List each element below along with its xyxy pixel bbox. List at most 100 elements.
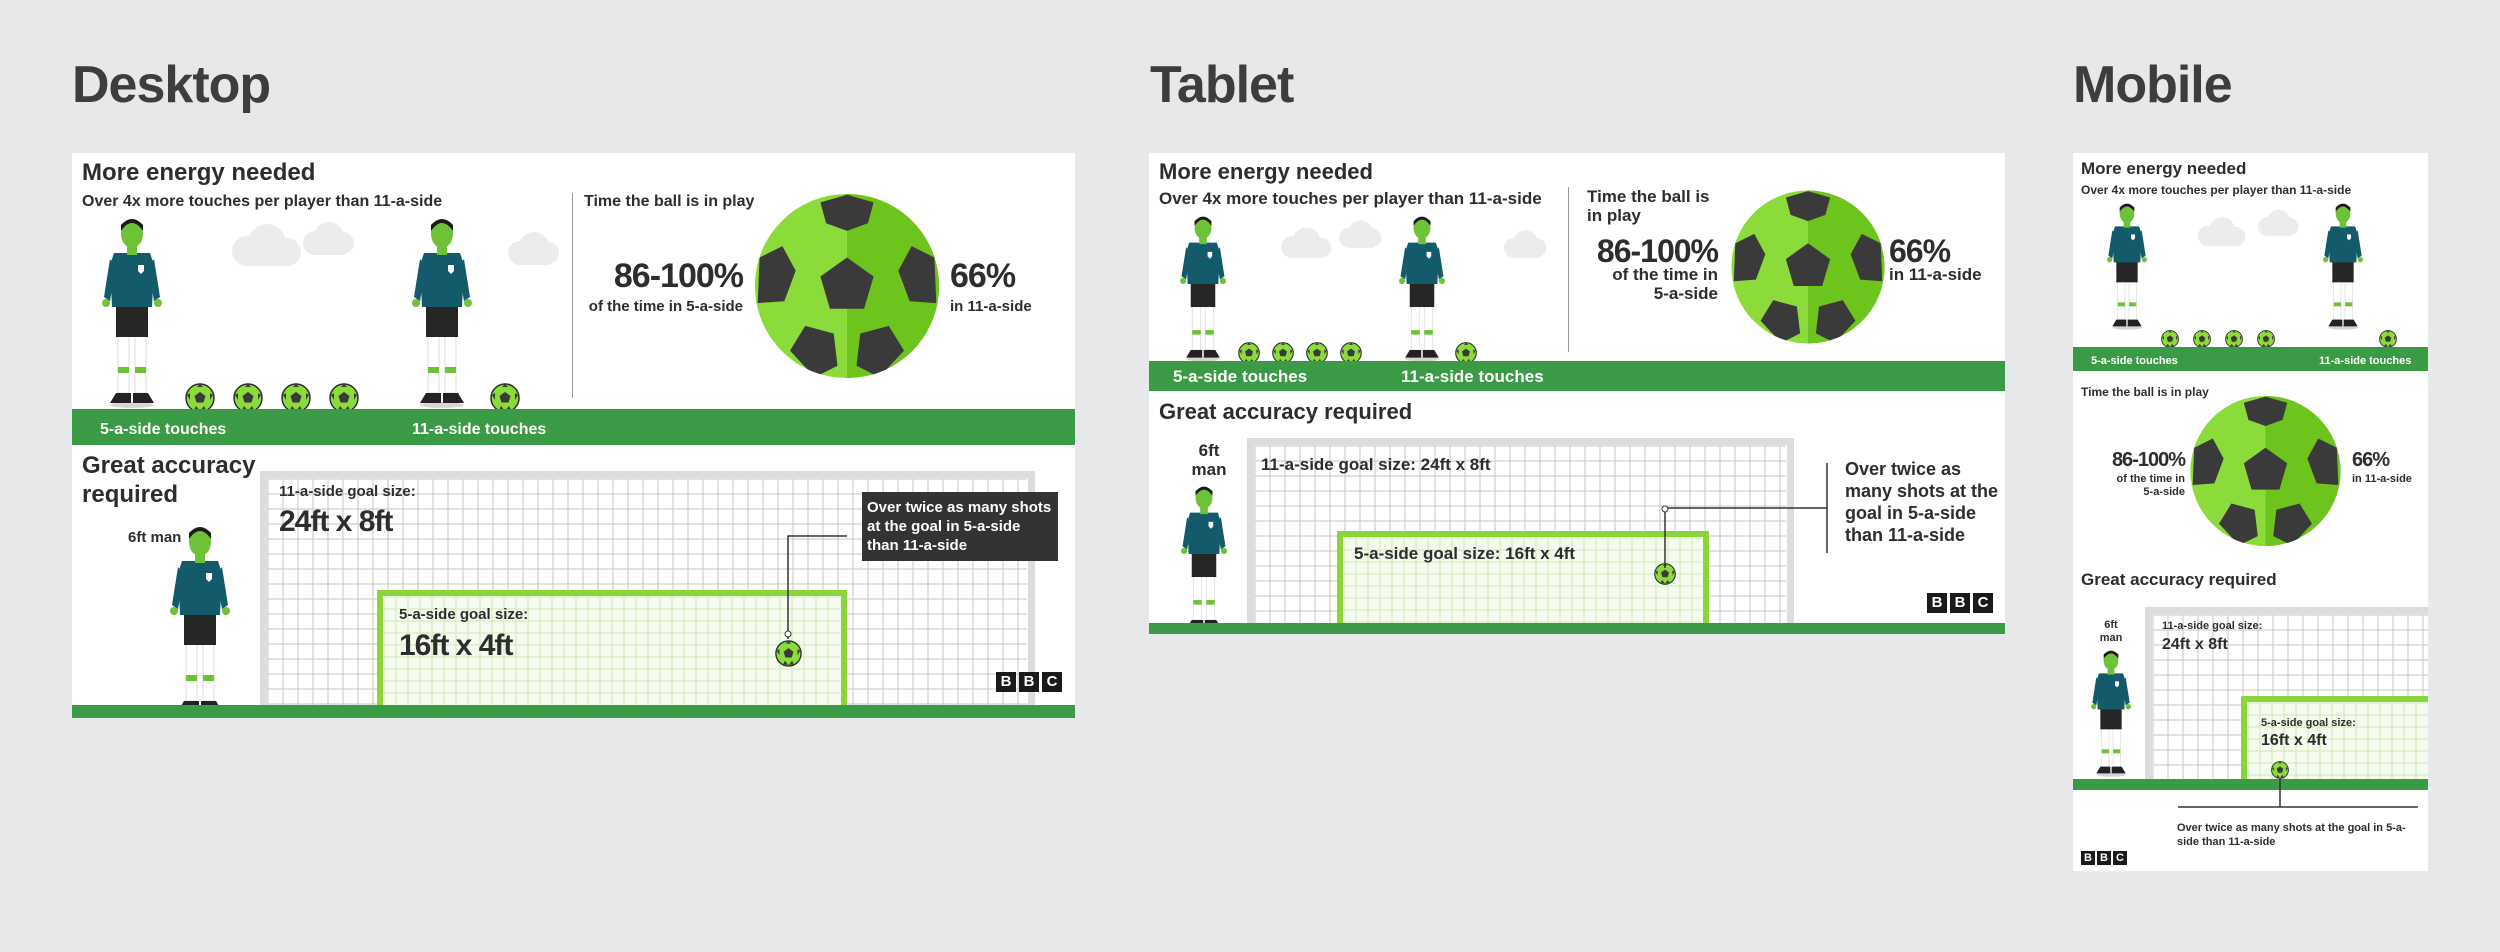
five-percent-caption: of the time in 5-a-side: [588, 298, 743, 315]
shots-callout: Over twice as many shots at the goal in …: [2177, 822, 2406, 848]
accuracy-title: Great accuracy required: [82, 452, 256, 508]
goal-net-large: [2145, 607, 2428, 779]
five-touches-label: 5-a-side touches: [1173, 367, 1308, 386]
goal-net-small: [1337, 531, 1709, 625]
player-figure: [2107, 203, 2147, 330]
five-goal-size: 16ft x 4ft: [399, 629, 513, 662]
mobile-card: More energy needed Over 4x more touches …: [2073, 153, 2428, 871]
football-icon: [2271, 761, 2289, 779]
cloud-icon: [2197, 217, 2246, 247]
energy-subtitle: Over 4x more touches per player than 11-…: [1159, 189, 1542, 208]
callout-line: [784, 535, 847, 639]
callout-line: [1661, 463, 1828, 568]
energy-title: More energy needed: [82, 159, 316, 186]
heading-desktop: Desktop: [72, 56, 271, 114]
eleven-percent: 66%: [950, 257, 1016, 295]
desktop-card: More energy needed Over 4x more touches …: [72, 153, 1075, 718]
player-figure: [2091, 650, 2131, 777]
goal-net-small: [377, 590, 847, 705]
divider: [572, 193, 573, 398]
eleven-percent: 66%: [2352, 449, 2390, 471]
heading-mobile: Mobile: [2073, 56, 2233, 114]
player-figure: [1180, 216, 1226, 362]
eleven-goal-size: 24ft x 8ft: [279, 505, 393, 538]
five-goal-inline: 5-a-side goal size: 16ft x 4ft: [1354, 544, 1576, 563]
goal-net-small: [2241, 696, 2428, 779]
ball-in-play-title: Time the ball is in play: [1587, 187, 1710, 225]
football-icon: [775, 640, 802, 667]
energy-subtitle: Over 4x more touches per player than 11-…: [2081, 183, 2352, 197]
eleven-touch-balls: [490, 383, 520, 413]
five-percent-caption: of the time in 5-a-side: [2116, 473, 2185, 498]
football-icon: [490, 383, 520, 413]
heading-tablet: Tablet: [1150, 56, 1294, 114]
bbc-logo: B B C: [1927, 593, 1993, 613]
cloud-icon: [232, 224, 301, 266]
shots-callout: Over twice as many shots at the goal in …: [862, 492, 1058, 561]
cloud-icon: [1281, 227, 1332, 258]
eleven-percent-caption: in 11-a-side: [2352, 473, 2412, 485]
football-icon: [1306, 342, 1328, 364]
football-icon: [2161, 330, 2179, 348]
cloud-icon: [508, 232, 559, 265]
cloud-icon: [2257, 209, 2299, 237]
eleven-touch-balls: [2379, 330, 2397, 348]
player-figure: [2323, 203, 2363, 330]
player-figure: [102, 219, 162, 408]
green-band: [1149, 623, 2005, 634]
ball-in-play-title: Time the ball is in play: [584, 193, 755, 210]
five-percent: 86-100%: [613, 257, 744, 295]
football-icon: [2379, 330, 2397, 348]
five-touches-label: 5-a-side touches: [2091, 355, 2178, 367]
accuracy-title: Great accuracy required: [1159, 399, 1413, 424]
bbc-logo: B B C: [996, 672, 1062, 692]
energy-subtitle: Over 4x more touches per player than 11-…: [82, 193, 443, 210]
eleven-touches-label: 11-a-side touches: [2319, 355, 2412, 367]
man-label: 6ft man: [1191, 441, 1227, 479]
five-touches-label: 5-a-side touches: [100, 421, 227, 438]
five-percent: 86-100%: [1596, 233, 1719, 269]
man-label: 6ft man: [2099, 619, 2123, 644]
man-label: 6ft man: [128, 529, 182, 546]
cloud-icon: [303, 222, 354, 255]
ball-in-play-title: Time the ball is in play: [2081, 385, 2209, 399]
football-icon: [2193, 330, 2211, 348]
cloud-icon: [1339, 220, 1382, 248]
green-band: [2073, 779, 2428, 790]
callout-line: [2178, 779, 2418, 808]
cloud-icon: [1504, 230, 1547, 258]
eleven-touches-label: 11-a-side touches: [1401, 367, 1544, 386]
divider: [1568, 187, 1569, 352]
five-percent-caption: of the time in 5-a-side: [1612, 265, 1718, 303]
player-figure: [1399, 216, 1445, 362]
green-band: [72, 705, 1075, 718]
green-band: [2073, 347, 2428, 371]
accuracy-title: Great accuracy required: [2081, 570, 2277, 589]
five-goal-label: 5-a-side goal size:: [2261, 717, 2356, 729]
bbc-logo: B B C: [2081, 851, 2127, 865]
football-icon: [2257, 330, 2275, 348]
five-percent: 86-100%: [2111, 449, 2186, 471]
football-icon: [1238, 342, 1260, 364]
five-touch-balls: [2161, 330, 2275, 348]
eleven-percent-caption: in 11-a-side: [1889, 265, 1982, 284]
football-icon: [1340, 342, 1362, 364]
eleven-goal-inline: 11-a-side goal size: 24ft x 8ft: [1261, 455, 1491, 474]
player-figure: [1181, 486, 1227, 632]
eleven-goal-label: 11-a-side goal size:: [2162, 620, 2263, 632]
football-icon: [1731, 190, 1885, 344]
eleven-goal-label: 11-a-side goal size:: [279, 483, 416, 500]
football-icon: [754, 193, 940, 379]
tablet-card: More energy needed Over 4x more touches …: [1149, 153, 2005, 634]
football-icon: [2190, 395, 2341, 547]
player-figure: [412, 219, 472, 408]
five-touch-balls: [185, 383, 359, 413]
energy-title: More energy needed: [1159, 159, 1373, 184]
eleven-goal-size: 24ft x 8ft: [2162, 636, 2228, 653]
football-icon: [2225, 330, 2243, 348]
eleven-percent: 66%: [1889, 233, 1951, 269]
green-band: [72, 409, 1075, 445]
five-goal-label: 5-a-side goal size:: [399, 606, 529, 623]
eleven-touches-label: 11-a-side touches: [412, 421, 547, 438]
football-icon: [1654, 563, 1676, 585]
